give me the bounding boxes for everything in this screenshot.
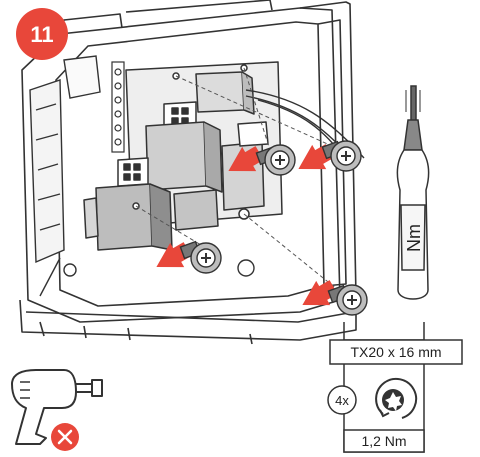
power-drill-icon	[11, 369, 103, 445]
close-icon	[57, 429, 73, 445]
terminal-strip	[111, 61, 125, 153]
quantity-label: 4x	[335, 393, 349, 408]
torque-screwdriver-icon	[396, 85, 430, 300]
quantity-circle	[327, 385, 357, 415]
arrow-1	[228, 146, 264, 172]
drill-prohibited-icon	[11, 369, 103, 451]
bit-size-label: TX20 x 16 mm	[350, 344, 441, 360]
screw-2	[321, 140, 362, 172]
step-badge: 11	[16, 8, 68, 60]
screws	[179, 140, 368, 316]
screw-4	[327, 284, 368, 316]
screw-3	[179, 240, 222, 274]
torque-label: 1,2 Nm	[361, 433, 406, 449]
alignment-guides	[135, 67, 339, 291]
torx-rotate-clockwise-icon	[375, 377, 418, 419]
left-side-bracket	[29, 55, 255, 297]
spec-box: TX20 x 16 mm 4x 1,2 Nm	[327, 322, 463, 453]
step-number: 11	[30, 22, 53, 47]
step-badge-circle	[16, 8, 68, 60]
screw-1	[255, 144, 296, 176]
circuit-board-module	[83, 61, 283, 251]
screwdriver-label: Nm	[404, 224, 424, 252]
arrow-4	[302, 280, 338, 306]
